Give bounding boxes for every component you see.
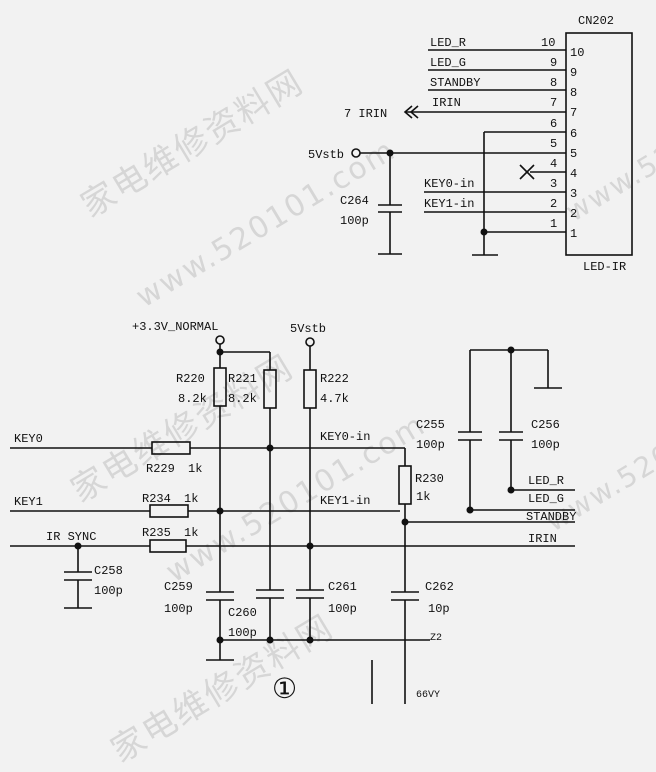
r221-name: R221 [228, 372, 257, 386]
r235-value: 1k [184, 526, 198, 540]
c255-value: 100p [416, 438, 445, 452]
pin-num-inner: 9 [570, 66, 577, 80]
pin-num-outer: 4 [550, 157, 557, 171]
c256-value: 100p [531, 438, 560, 452]
fragment-66vy: 66VY [416, 690, 440, 701]
input-key1: KEY1 [14, 495, 43, 509]
sig-5vstb: 5Vstb [308, 148, 344, 162]
schematic: CN202 LED-IR LED_R LED_G STANDBY IRIN 7 … [10, 14, 633, 704]
connector-body-label: LED-IR [583, 260, 626, 274]
sig-key0: KEY0-in [424, 177, 474, 191]
pin-num-outer: 6 [550, 117, 557, 131]
c264-name: C264 [340, 194, 369, 208]
sig-irin-ref: 7 IRIN [344, 107, 387, 121]
pin-num-outer: 2 [550, 197, 557, 211]
pin-num-inner: 4 [570, 167, 577, 181]
c262-value: 10p [428, 602, 450, 616]
out-key0: KEY0-in [320, 430, 370, 444]
connector-name: CN202 [578, 14, 614, 28]
r222-value: 4.7k [320, 392, 349, 406]
c256-name: C256 [531, 418, 560, 432]
sig-led-g: LED_G [430, 56, 466, 70]
pin-num-inner: 2 [570, 207, 577, 221]
r229-value: 1k [188, 462, 202, 476]
circle-number-label: ① [272, 672, 297, 704]
sig-led-r: LED_R [430, 36, 466, 50]
out-led-g: LED_G [528, 492, 564, 506]
sig-standby: STANDBY [430, 76, 480, 90]
out-key1: KEY1-in [320, 494, 370, 508]
pin-num-inner: 1 [570, 227, 577, 241]
c258-name: C258 [94, 564, 123, 578]
r229-name: R229 [146, 462, 175, 476]
r222-name: R222 [320, 372, 349, 386]
pin-num-inner: 6 [570, 127, 577, 141]
r220-value: 8.2k [178, 392, 207, 406]
pin-num-outer: 3 [550, 177, 557, 191]
junction-dots [74, 149, 515, 644]
pin-num-outer: 9 [550, 56, 557, 70]
pin-num-inner: 10 [570, 46, 584, 60]
c259-value: 100p [164, 602, 193, 616]
pin-num-inner: 3 [570, 187, 577, 201]
r230-value: 1k [416, 490, 430, 504]
pin-num-outer: 10 [541, 36, 555, 50]
r235-name: R235 [142, 526, 171, 540]
rail-33v-label: +3.3V_NORMAL [132, 320, 218, 334]
c258-value: 100p [94, 584, 123, 598]
pin-num-inner: 8 [570, 86, 577, 100]
c262-name: C262 [425, 580, 454, 594]
c255-name: C255 [416, 418, 445, 432]
r234-value: 1k [184, 492, 198, 506]
c260-value: 100p [228, 626, 257, 640]
connector-body [565, 32, 633, 256]
r230-name: R230 [415, 472, 444, 486]
input-key0: KEY0 [14, 432, 43, 446]
c261-name: C261 [328, 580, 357, 594]
out-led-r: LED_R [528, 474, 564, 488]
pin-num-inner: 7 [570, 106, 577, 120]
r221-value: 8.2k [228, 392, 257, 406]
c260-name: C260 [228, 606, 257, 620]
pin-num-inner: 5 [570, 147, 577, 161]
input-irsync: IR SYNC [46, 530, 96, 544]
out-irin: IRIN [528, 532, 557, 546]
r220-name: R220 [176, 372, 205, 386]
pin-num-outer: 5 [550, 137, 557, 151]
fragment-z2: Z2 [430, 633, 442, 644]
out-standby: STANDBY [526, 510, 576, 524]
rail-5v-label: 5Vstb [290, 322, 326, 336]
pin-num-outer: 1 [550, 217, 557, 231]
pin-num-outer: 7 [550, 96, 557, 110]
sig-irin: IRIN [432, 96, 461, 110]
sig-key1: KEY1-in [424, 197, 474, 211]
c264-value: 100p [340, 214, 369, 228]
c261-value: 100p [328, 602, 357, 616]
c259-name: C259 [164, 580, 193, 594]
r234-name: R234 [142, 492, 171, 506]
pin-num-outer: 8 [550, 76, 557, 90]
